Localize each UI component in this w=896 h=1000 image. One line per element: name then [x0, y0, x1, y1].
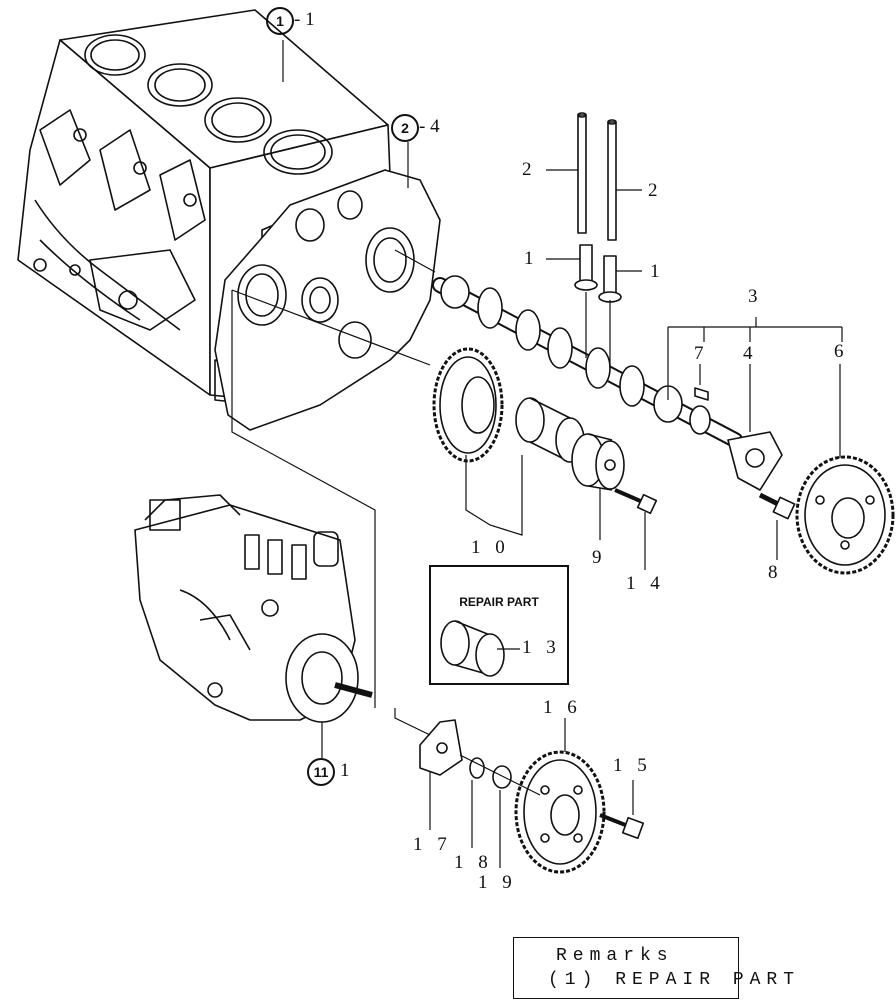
remarks-box	[513, 937, 739, 999]
bolt-14-illustration	[614, 488, 658, 515]
label-pushrod-left: 2	[522, 159, 532, 180]
label-flange-17: 1 7	[413, 834, 452, 855]
idler-gear-illustration	[432, 347, 504, 463]
label-bush-set: 1 0	[471, 537, 510, 558]
label-nut-19: 1 9	[478, 872, 517, 893]
label-gear-16: 1 6	[543, 697, 582, 718]
bolt-8-illustration	[758, 492, 796, 520]
label-cam-set: 3	[748, 286, 758, 307]
label-bush-holder: 9	[592, 547, 602, 568]
ref-circle-2: 2	[391, 114, 419, 142]
label-pushrod-right: 2	[648, 180, 658, 201]
bushing-illustration	[515, 397, 585, 463]
label-bolt-14: 1 4	[626, 573, 665, 594]
label-cam-gear: 6	[834, 341, 844, 362]
cam-gear-illustration	[795, 455, 895, 575]
camshaft-illustration	[432, 275, 743, 448]
label-repair-bush: 1 3	[522, 637, 561, 658]
repair-part-box: REPAIR PART	[429, 565, 569, 685]
nut-illustration	[492, 765, 512, 789]
key-illustration	[694, 387, 709, 401]
repair-bush-illustration	[440, 620, 505, 677]
gear-case-gasket-illustration	[214, 169, 441, 431]
label-pump-sub: 1	[340, 760, 350, 781]
thrust-plate-illustration	[727, 431, 783, 491]
label-gasket-sub: - 4	[419, 116, 440, 137]
tappets-illustration	[574, 244, 622, 303]
label-block-sub: - 1	[294, 9, 315, 30]
ref-circle-11: 11	[307, 758, 335, 786]
label-bolt-15: 1 5	[613, 755, 652, 776]
idler-shaft-illustration	[571, 433, 625, 491]
label-washer-18: 1 8	[454, 852, 493, 873]
remarks-heading: Remarks	[556, 946, 674, 966]
fuel-injection-pump-illustration	[134, 494, 373, 723]
leader-lines	[231, 40, 843, 868]
label-plate: 4	[743, 343, 753, 364]
washer-illustration	[469, 757, 485, 779]
pump-drive-gear-illustration	[514, 750, 606, 874]
label-tappet-right: 1	[650, 261, 660, 282]
label-bolt-8: 8	[768, 562, 778, 583]
repair-part-title: REPAIR PART	[459, 595, 539, 609]
ref-circle-1: 1	[266, 7, 294, 35]
pushrods-illustration	[577, 112, 617, 241]
remarks-item: (1) REPAIR PART	[548, 970, 801, 990]
label-tappet-left: 1	[524, 248, 534, 269]
label-key: 7	[694, 343, 704, 364]
pump-flange-illustration	[419, 719, 463, 776]
bolt-15-illustration	[599, 813, 645, 840]
